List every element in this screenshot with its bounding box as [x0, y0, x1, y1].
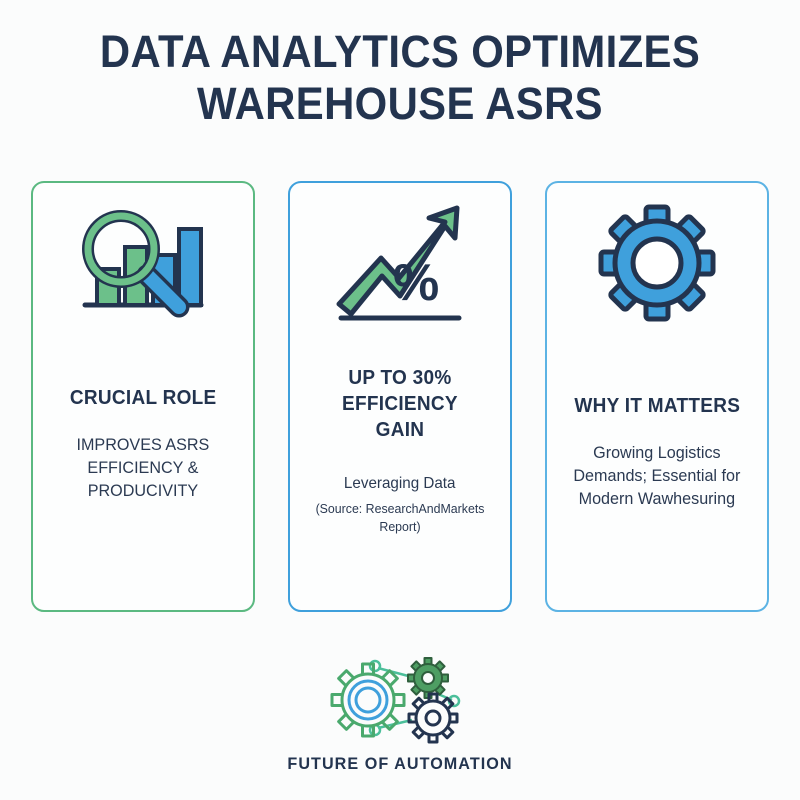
page-title-line-2: WAREHOUSE ASRS: [197, 78, 603, 129]
card-body-line-1: Growing Logistics: [593, 443, 721, 462]
card-crucial-role[interactable]: CRUCIAL ROLE IMPROVES ASRS EFFICIENCY & …: [31, 181, 255, 612]
growth-arrow-percent-icon: %: [302, 183, 498, 343]
card-body-line-2: Demands; Essential for: [573, 466, 741, 485]
card-body: Growing Logistics Demands; Essential for…: [574, 441, 741, 510]
card-heading-line-2: EFFICIENCY: [342, 393, 458, 415]
card-source-note: (Source: ResearchAndMarkets Report): [315, 501, 485, 534]
card-body-line-3: Modern Wawhesuring: [578, 489, 736, 508]
page-title-line-1: DATA ANALYTICS OPTIMIZES: [99, 26, 701, 77]
page-title: DATA ANALYTICS OPTIMIZES WAREHOUSE ASRS: [0, 0, 800, 130]
gear-icon: [559, 183, 755, 343]
card-body-line-2: EFFICIENCY &: [87, 458, 199, 477]
card-heading: WHY IT MATTERS: [574, 395, 740, 417]
card-body-line-3: PRODUCIVITY: [87, 481, 199, 500]
cards-row: CRUCIAL ROLE IMPROVES ASRS EFFICIENCY & …: [31, 181, 769, 612]
footer: FUTURE OF AUTOMATION: [0, 648, 800, 774]
card-heading-line-1: UP TO 30%: [348, 367, 452, 389]
card-heading: UP TO 30% EFFICIENCY GAIN: [342, 365, 458, 443]
magnifier-bar-chart-icon: [45, 183, 241, 343]
card-efficiency-gain[interactable]: % UP TO 30% EFFICIENCY GAIN Leveraging D…: [288, 181, 512, 612]
card-subtext: Leveraging Data: [344, 475, 456, 492]
card-body-line-1: IMPROVES ASRS: [76, 435, 210, 454]
card-body: IMPROVES ASRS EFFICIENCY & PRODUCIVITY: [77, 433, 210, 502]
svg-text:%: %: [393, 254, 439, 312]
connected-gears-icon: [0, 648, 800, 748]
card-heading-line-3: GAIN: [375, 419, 425, 441]
card-why-it-matters[interactable]: WHY IT MATTERS Growing Logistics Demands…: [545, 181, 769, 612]
card-heading: CRUCIAL ROLE: [69, 387, 217, 409]
footer-label: FUTURE OF AUTOMATION: [287, 754, 513, 773]
